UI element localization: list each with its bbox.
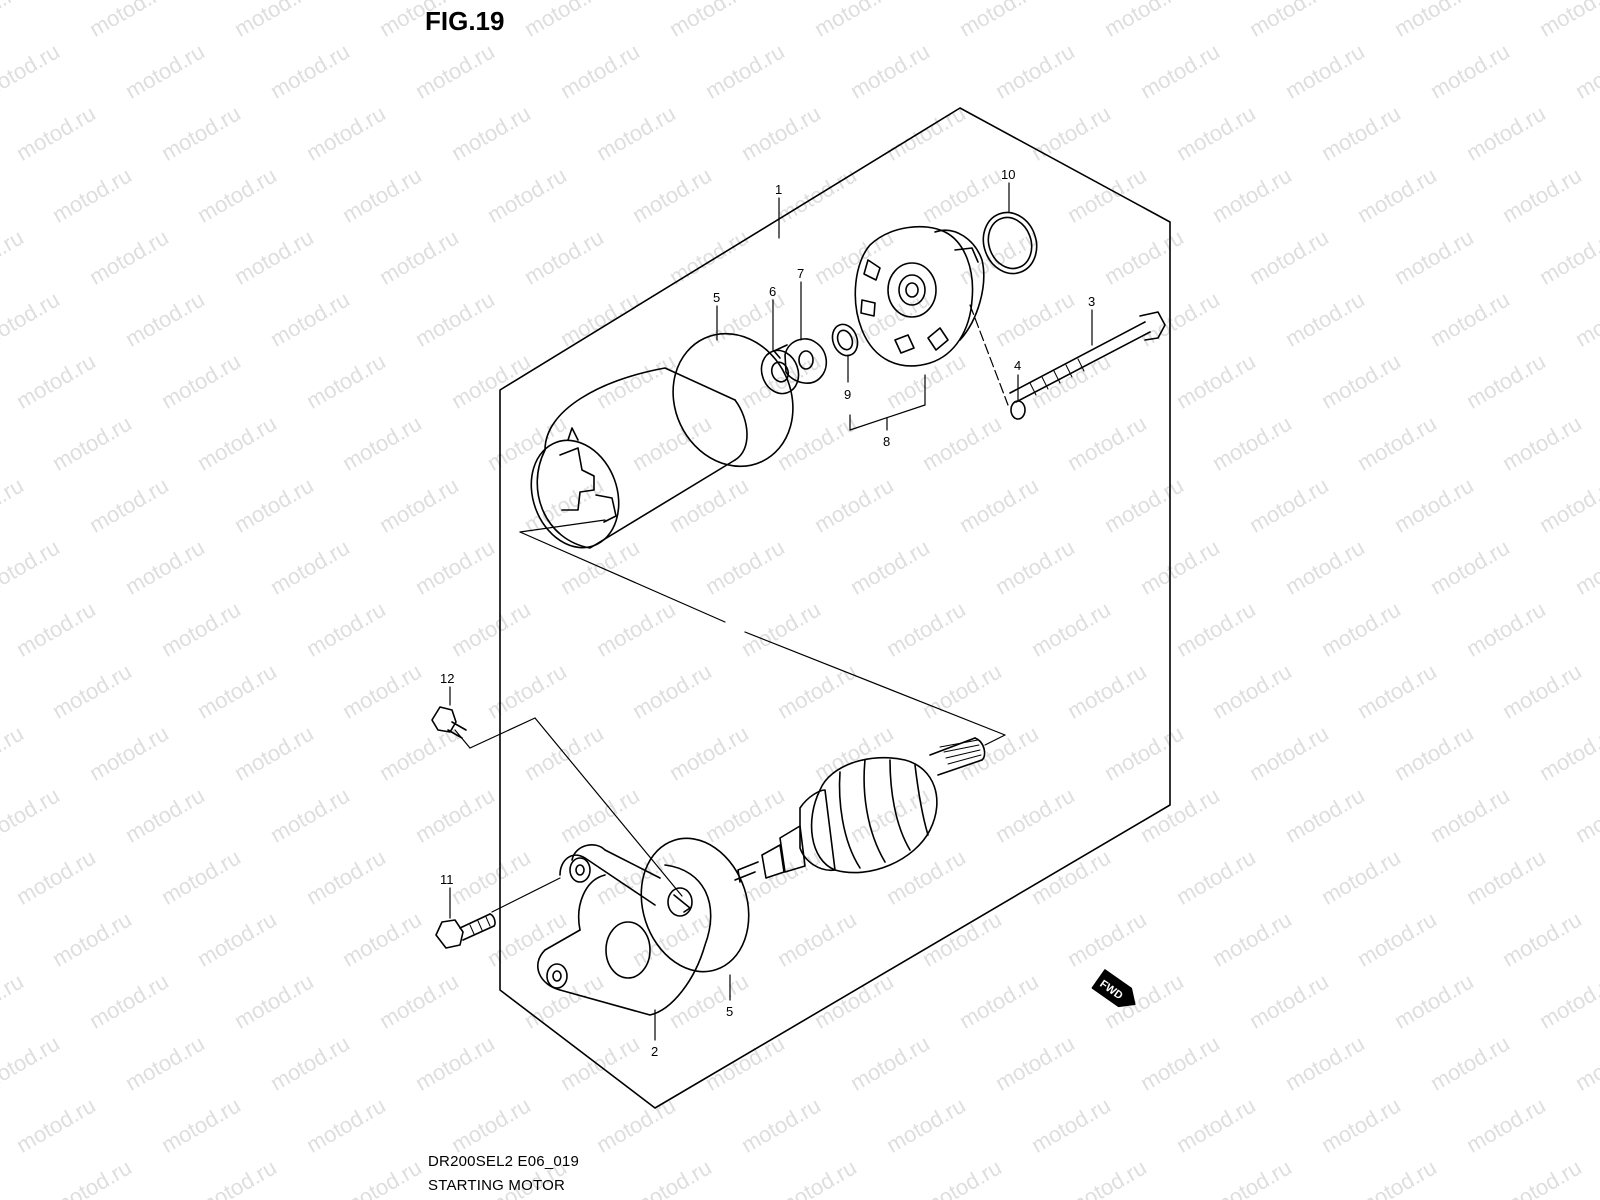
diagram-caption: STARTING MOTOR: [428, 1177, 565, 1194]
callout-5-upper: 5: [713, 290, 720, 305]
part-12-leader: [454, 717, 683, 897]
callout-8: 8: [883, 434, 890, 449]
bolt-guide-line: [969, 304, 1009, 406]
callout-11: 11: [440, 872, 454, 887]
callout-labels: 1 10 3 4 5 6 7 9 8 5 2 11 12: [440, 167, 1095, 1059]
part-3-through-bolt: [1009, 311, 1166, 403]
callout-1: 1: [775, 182, 782, 197]
callout-9: 9: [844, 387, 851, 402]
assembly-boundary: [499, 107, 1171, 1109]
part-7-tab-washer: [773, 338, 828, 384]
part-5-o-ring-lower: [640, 837, 750, 973]
part-11-leader: [491, 877, 561, 913]
diagram-code: DR200SEL2 E06_019: [428, 1153, 580, 1170]
callout-5-lower: 5: [726, 1004, 733, 1019]
part-2-front-housing: [536, 844, 712, 1016]
callout-7: 7: [797, 266, 804, 281]
part-10-o-ring: [982, 211, 1038, 275]
callout-3: 3: [1088, 294, 1095, 309]
callout-4: 4: [1014, 358, 1021, 373]
callout-leaders: [449, 182, 1093, 1041]
part-5-o-ring-upper: [672, 332, 794, 468]
figure-title: FIG.19: [425, 6, 505, 36]
callout-10: 10: [1001, 167, 1015, 182]
part-8-brush-holder: [849, 225, 985, 431]
part-1-yoke-housing: [530, 367, 748, 549]
fwd-direction-badge: FWD: [1091, 969, 1136, 1008]
part-11-bolt: [435, 913, 496, 949]
part-4-clip: [1010, 400, 1026, 420]
armature: [734, 737, 986, 883]
part-12-bolt: [431, 706, 467, 739]
part-6-washer: [760, 349, 800, 395]
armature-guide-lines: [519, 519, 1006, 746]
callout-12: 12: [440, 671, 454, 686]
part-9-seal: [831, 323, 859, 357]
callout-6: 6: [769, 284, 776, 299]
callout-2: 2: [651, 1044, 658, 1059]
